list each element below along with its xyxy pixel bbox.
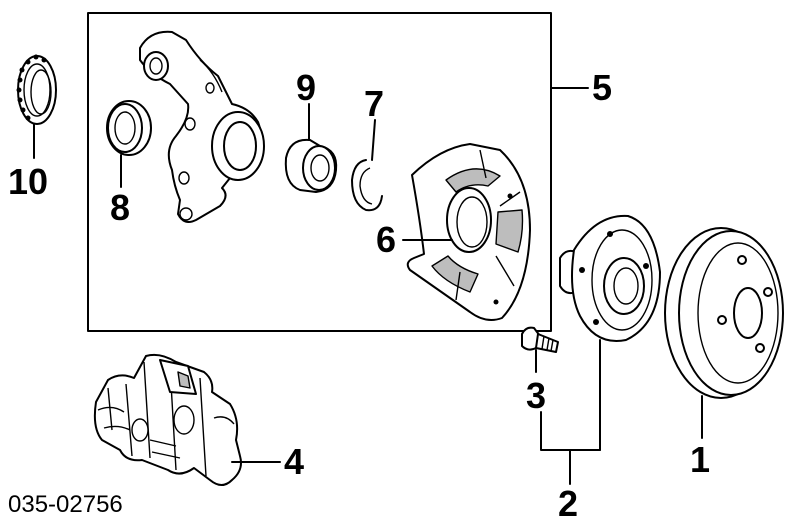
- callout-2: 2: [558, 483, 578, 523]
- wheel-hub[interactable]: [559, 214, 661, 451]
- callout-4: 4: [284, 441, 304, 482]
- part-4-brake-caliper[interactable]: [93, 353, 281, 486]
- callout-10: 10: [8, 161, 48, 202]
- assembly-box: [87, 12, 552, 332]
- callout-3: 3: [526, 375, 546, 416]
- callout-9: 9: [296, 67, 316, 108]
- diagram-code: 035-02756: [8, 491, 123, 518]
- part-7-snap-ring[interactable]: [351, 119, 383, 212]
- part-9-bearing[interactable]: [284, 103, 338, 193]
- part-3-wheel-stud[interactable]: [521, 326, 559, 373]
- part-10-tone-ring[interactable]: [16, 54, 57, 159]
- callout-5: 5: [592, 67, 612, 108]
- part-8-seal[interactable]: [106, 100, 152, 188]
- part-1-brake-disc[interactable]: [664, 227, 784, 439]
- bracket-2: [540, 411, 601, 485]
- callout-7: 7: [364, 83, 384, 124]
- steering-knuckle[interactable]: [139, 30, 265, 223]
- callout-6: 6: [376, 219, 396, 260]
- callout-8: 8: [110, 187, 130, 228]
- part-6-dust-shield[interactable]: [402, 143, 531, 321]
- callout-1: 1: [690, 439, 710, 480]
